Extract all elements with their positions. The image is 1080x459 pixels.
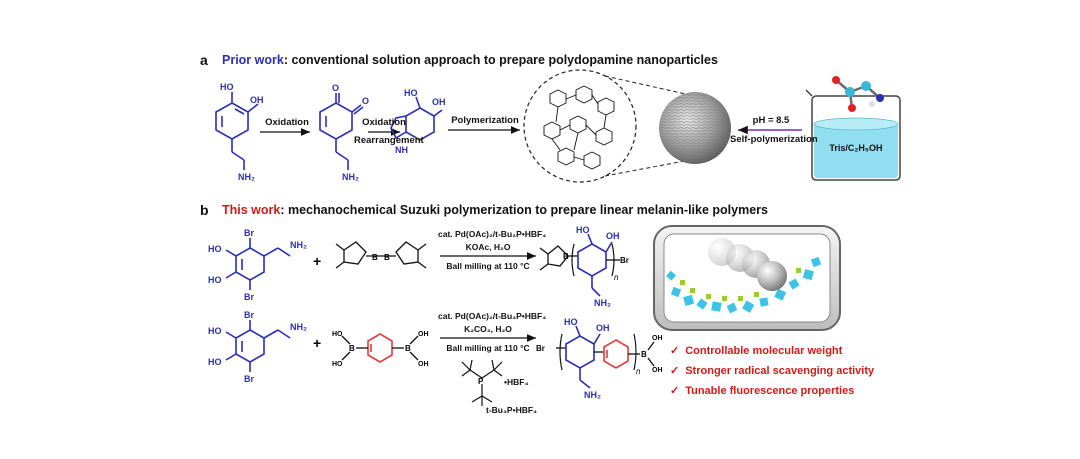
product-1-nh2: NH₂: [594, 298, 611, 308]
product-2-n: n: [636, 367, 641, 376]
panel-b-heading-highlight: This work: [222, 203, 281, 217]
check-icon: ✓: [670, 345, 680, 357]
monomer-2-nh2: NH₂: [290, 322, 307, 332]
ligand-salt: •HBF₄: [504, 377, 529, 387]
diboronic-oh-2: OH: [418, 361, 429, 368]
reaction-1-conditions: Ball milling at 110 °C: [446, 261, 530, 271]
reaction-2-conditions: Ball milling at 110 °C: [446, 343, 530, 353]
diboronic-acid-structure: [341, 333, 419, 363]
indole-ho: HO: [404, 88, 418, 98]
feature-label: Stronger radical scavenging activity: [685, 365, 875, 377]
dopamine-ball-model: [832, 76, 884, 112]
ligand-structure: [461, 359, 503, 406]
feature-label: Tunable fluorescence properties: [685, 385, 855, 397]
monomer-1-br-top: Br: [244, 228, 254, 238]
beaker: [805, 89, 901, 181]
label-polymerization: Polymerization: [451, 115, 519, 126]
indole-nh: NH: [395, 145, 408, 155]
check-icon: ✓: [670, 365, 680, 377]
monomer-2-structure: [225, 320, 291, 372]
nanoparticle-texture: [659, 92, 731, 164]
polymer-network: [543, 85, 615, 170]
monomer-1-nh2: NH₂: [290, 240, 307, 250]
product-2-oh: OH: [596, 323, 610, 333]
check-icon: ✓: [670, 385, 680, 397]
b2pin2-structure: [335, 241, 427, 269]
product-2-b: B: [641, 350, 647, 359]
diboronic-b-2: B: [405, 344, 411, 353]
diboronic-b-1: B: [349, 344, 355, 353]
dopaquinone-nh2: NH₂: [342, 172, 359, 182]
product-1-br: Br: [620, 256, 629, 265]
label-rearrangement: Rearrangement: [354, 135, 424, 146]
product-1-b: B: [563, 252, 569, 261]
monomer-1-br-bottom: Br: [244, 292, 254, 302]
panel-a-heading: Prior work: conventional solution approa…: [222, 53, 718, 67]
zoom-line-top: [604, 75, 691, 96]
plus-1: +: [313, 253, 321, 269]
product-1-structure: [539, 233, 620, 297]
label-oxidation: Oxidation: [265, 117, 309, 128]
product-1-ho: HO: [576, 225, 590, 235]
dopamine-nh2: NH₂: [238, 172, 255, 182]
dopaquinone-structure: [319, 93, 364, 170]
panel-a-heading-rest: : conventional solution approach to prep…: [283, 53, 718, 67]
monomer-1-structure: [225, 238, 291, 290]
ligand-p: P: [478, 377, 484, 386]
panel-a-letter: a: [200, 52, 208, 68]
dopamine-ho: HO: [220, 82, 234, 92]
indole-oh: OH: [432, 97, 446, 107]
ligand-label: t-Bu₃P•HBF₄: [486, 405, 538, 415]
panel-b-heading: This work: mechanochemical Suzuki polyme…: [222, 203, 768, 217]
panel-b-letter: b: [200, 202, 209, 218]
reaction-2-base: K₂CO₃, H₂O: [464, 324, 512, 334]
feature-label: Controllable molecular weight: [685, 345, 843, 357]
product-2-structure: [556, 325, 655, 389]
polymer-zoom-circle: [523, 69, 637, 183]
crystal-particles: [666, 256, 822, 314]
product-2-oh-1: OH: [652, 335, 663, 342]
reaction-1-base: KOAc, H₂O: [465, 242, 511, 252]
plus-2: +: [313, 335, 321, 351]
dopamine-structure: [215, 92, 259, 170]
zoom-line-bottom: [604, 159, 691, 177]
product-2-nh2: NH₂: [584, 390, 601, 400]
label-self-polymerization: Self-polymerization: [730, 134, 818, 145]
monomer-2-ho-2: HO: [208, 357, 222, 367]
product-2-ho: HO: [564, 317, 578, 327]
b2pin2-b-1: B: [372, 253, 378, 262]
diboronic-oh-1: OH: [418, 331, 429, 338]
product-2-br: Br: [536, 344, 545, 353]
dopaquinone-o1: O: [332, 83, 339, 93]
feature-item: ✓ Tunable fluorescence properties: [670, 384, 854, 397]
diboronic-ho-1: HO: [332, 331, 343, 338]
panel-a-heading-highlight: Prior work: [222, 53, 284, 67]
dopaquinone-o2: O: [362, 96, 369, 106]
monomer-2-br-bottom: Br: [244, 374, 254, 384]
reaction-2-catalyst: cat. Pd(OAc)₂/t-Bu₃P•HBF₄: [438, 311, 547, 321]
product-1-oh: OH: [606, 231, 620, 241]
panel-b-heading-rest: : mechanochemical Suzuki polymerization …: [280, 203, 768, 217]
diboronic-ho-2: HO: [332, 361, 343, 368]
feature-item: ✓ Controllable molecular weight: [670, 344, 842, 357]
dihydroxyindole-structure: [390, 96, 443, 141]
label-solvent: Tris/C₂H₅OH: [829, 143, 883, 153]
feature-item: ✓ Stronger radical scavenging activity: [670, 364, 874, 377]
monomer-2-ho-1: HO: [208, 326, 222, 336]
monomer-1-ho-1: HO: [208, 244, 222, 254]
product-1-n: n: [614, 273, 619, 282]
monomer-1-ho-2: HO: [208, 275, 222, 285]
monomer-2-br-top: Br: [244, 310, 254, 320]
label-ph: pH = 8.5: [752, 115, 790, 126]
reaction-1-catalyst: cat. Pd(OAc)₂/t-Bu₃P•HBF₄: [438, 229, 547, 239]
milling-balls: [708, 238, 787, 291]
label-oxidation-2: Oxidation: [362, 117, 406, 128]
b2pin2-b-2: B: [384, 253, 390, 262]
product-2-oh-2: OH: [652, 367, 663, 374]
dopamine-oh: OH: [250, 95, 264, 105]
